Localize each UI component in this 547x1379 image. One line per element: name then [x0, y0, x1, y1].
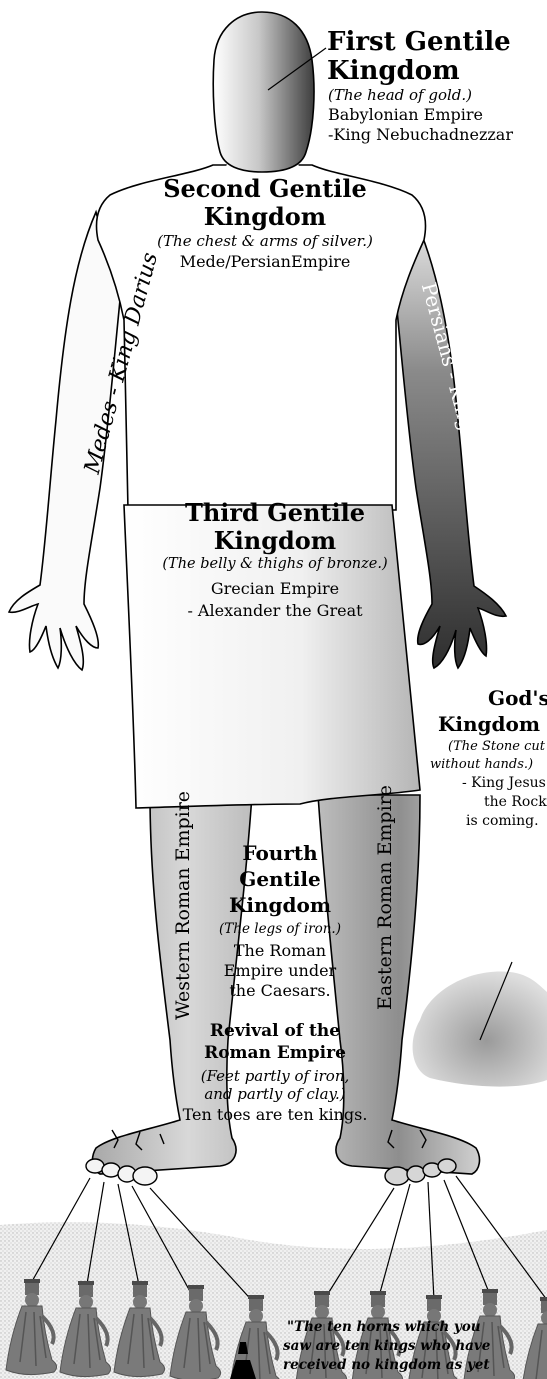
third-kingdom-empire: Grecian Empire: [160, 580, 390, 598]
third-kingdom-king: - Alexander the Great: [150, 602, 400, 620]
revival-subtitle-1: (Feet partly of iron,: [170, 1068, 380, 1085]
third-kingdom-title-1: Third Gentile: [160, 500, 390, 527]
right-arm: [396, 212, 506, 668]
third-kingdom-title-2: Kingdom: [160, 528, 390, 555]
quote-line-3: received no kingdom as yet: [283, 1356, 490, 1374]
gods-kingdom-line-2: the Rock: [484, 795, 547, 811]
third-kingdom-subtitle: (The belly & thighs of bronze.): [140, 556, 410, 572]
head-of-gold: [213, 12, 314, 172]
fourth-kingdom-title-1: Fourth: [220, 842, 340, 864]
fourth-kingdom-line-3: the Caesars.: [210, 982, 350, 1000]
first-kingdom-king: -King Nebuchadnezzar: [328, 126, 513, 144]
gods-kingdom-line-3: is coming.: [466, 814, 539, 830]
revival-title-1: Revival of the: [175, 1022, 375, 1041]
revival-subtitle-2: and partly of clay.): [170, 1086, 380, 1103]
gods-kingdom-title-1: God's: [488, 687, 547, 709]
gods-kingdom-subtitle-1: (The Stone cut: [448, 740, 545, 755]
first-kingdom-title-2: Kingdom: [327, 57, 460, 86]
first-kingdom-subtitle: (The head of gold.): [328, 87, 472, 104]
western-empire-label: Western Roman Empire: [172, 791, 194, 1020]
first-kingdom-empire: Babylonian Empire: [328, 106, 483, 124]
second-kingdom-empire: Mede/PersianEmpire: [140, 253, 390, 271]
first-kingdom-title-1: First Gentile: [327, 28, 511, 57]
gods-kingdom-line-1: - King Jesus: [462, 776, 546, 792]
quote-line-1: "The ten horns which you: [287, 1318, 481, 1336]
fourth-kingdom-subtitle: (The legs of iron.): [210, 922, 350, 937]
fourth-kingdom-title-2: Gentile: [220, 868, 340, 890]
fourth-kingdom-line-2: Empire under: [205, 962, 355, 980]
fourth-kingdom-line-1: The Roman: [210, 942, 350, 960]
gods-kingdom-subtitle-2: without hands.): [430, 758, 533, 773]
second-kingdom-title-2: Kingdom: [160, 204, 370, 231]
quote-line-2: saw are ten kings who have: [283, 1337, 490, 1355]
second-kingdom-title-1: Second Gentile: [160, 176, 370, 203]
eastern-empire-label: Eastern Roman Empire: [374, 785, 396, 1010]
fourth-kingdom-title-3: Kingdom: [220, 894, 340, 916]
revival-note: Ten toes are ten kings.: [160, 1106, 390, 1124]
revival-title-2: Roman Empire: [175, 1044, 375, 1063]
second-kingdom-subtitle: (The chest & arms of silver.): [120, 233, 410, 250]
gods-kingdom-title-2: Kingdom: [438, 713, 540, 735]
stone: [413, 972, 547, 1087]
